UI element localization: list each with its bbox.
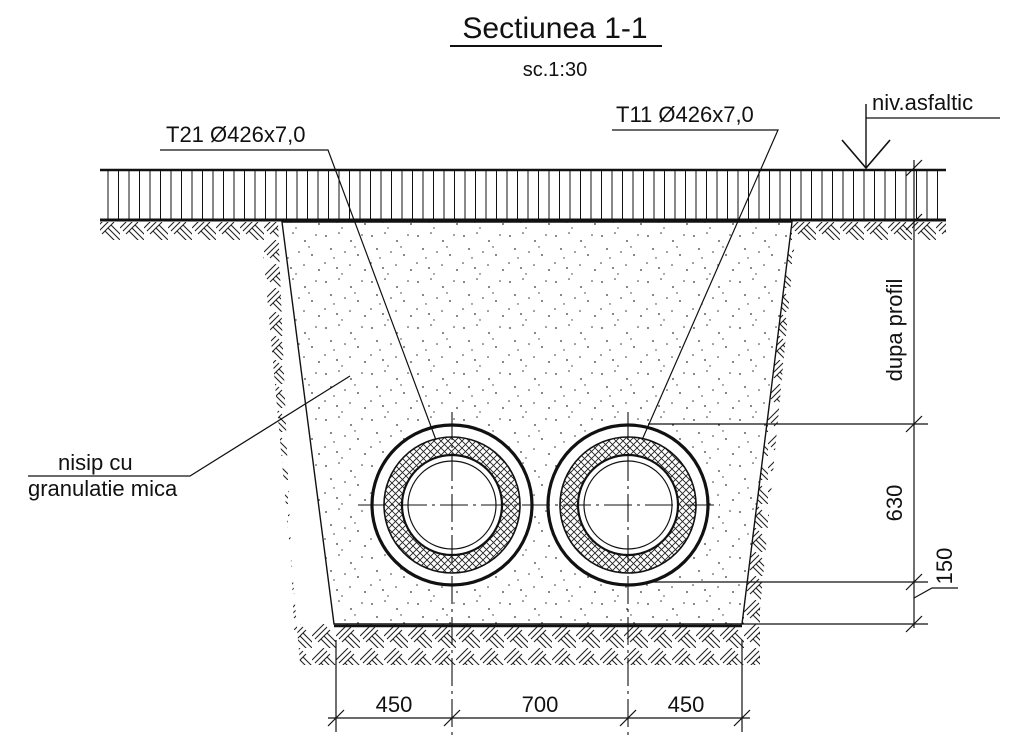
drawing-title: Sectiunea 1-1 [462, 12, 647, 45]
dim-horizontal-left: 450 [376, 692, 413, 717]
depth-note: dupa profil [882, 279, 907, 382]
scale-label: sc.1:30 [523, 59, 587, 81]
fill-material-leader [28, 375, 351, 477]
pipe-left-label: T21 Ø426x7,0 [166, 122, 305, 147]
vertical-dimension-chain [648, 159, 958, 633]
dim-vertical-pipe-zone: 630 [882, 485, 907, 522]
dim-vertical-bedding: 150 [932, 548, 957, 585]
dim-horizontal-middle: 700 [522, 692, 559, 717]
fill-material-line1: nisip cu [58, 450, 133, 475]
sand-fill [281, 221, 793, 625]
horizontal-dimension-chain [327, 640, 751, 732]
pipe-centerlines [358, 412, 720, 735]
asphalt-layer [100, 168, 946, 222]
pipe-right-label: T11 Ø426x7,0 [616, 102, 754, 127]
asphalt-level-marker [841, 104, 1000, 170]
pipe-left-leader [160, 149, 437, 441]
dim-horizontal-right: 450 [668, 692, 705, 717]
pipe-right-leader [612, 129, 779, 441]
asphalt-level-label: niv.asfaltic [872, 90, 973, 115]
soil-hatch [100, 222, 946, 665]
fill-material-line2: granulatie mica [28, 476, 178, 501]
